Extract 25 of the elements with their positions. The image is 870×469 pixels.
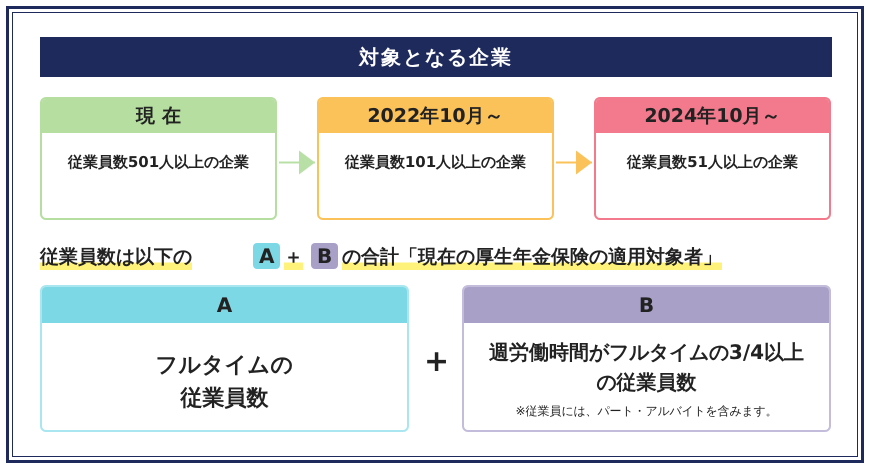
footnote: ※従業員には、パート・アルバイトを含みます。	[514, 403, 779, 420]
title-band	[40, 37, 832, 77]
plus-sign: +	[424, 344, 450, 379]
card-header: A	[42, 287, 407, 323]
info-card	[462, 285, 831, 432]
card-header: 現 在	[42, 99, 275, 133]
card-text: 週労働時間がフルタイムの3/4以上の従業員数	[488, 339, 805, 396]
letter-badge: B	[311, 243, 338, 269]
band-title: 対象となる企業	[359, 44, 513, 70]
card-text: 従業員数501人以上の企業	[66, 152, 250, 173]
card-header: 2022年10月～	[319, 99, 552, 133]
card-text: フルタイムの従業員数	[154, 352, 294, 413]
sentence-text: 従業員数は以下の	[40, 244, 192, 270]
info-card	[40, 285, 409, 432]
arrow	[279, 150, 315, 174]
card-header: B	[464, 287, 829, 323]
letter-badge: A	[253, 243, 280, 269]
sentence-text: の合計「現在の厚生年金保険の適用対象者」	[342, 244, 722, 270]
info-card	[40, 97, 277, 220]
info-card	[317, 97, 554, 220]
arrow	[556, 150, 592, 174]
info-card	[594, 97, 831, 220]
card-header: 2024年10月～	[596, 99, 829, 133]
card-text: 従業員数51人以上の企業	[626, 152, 799, 173]
card-text: 従業員数101人以上の企業	[344, 152, 528, 173]
